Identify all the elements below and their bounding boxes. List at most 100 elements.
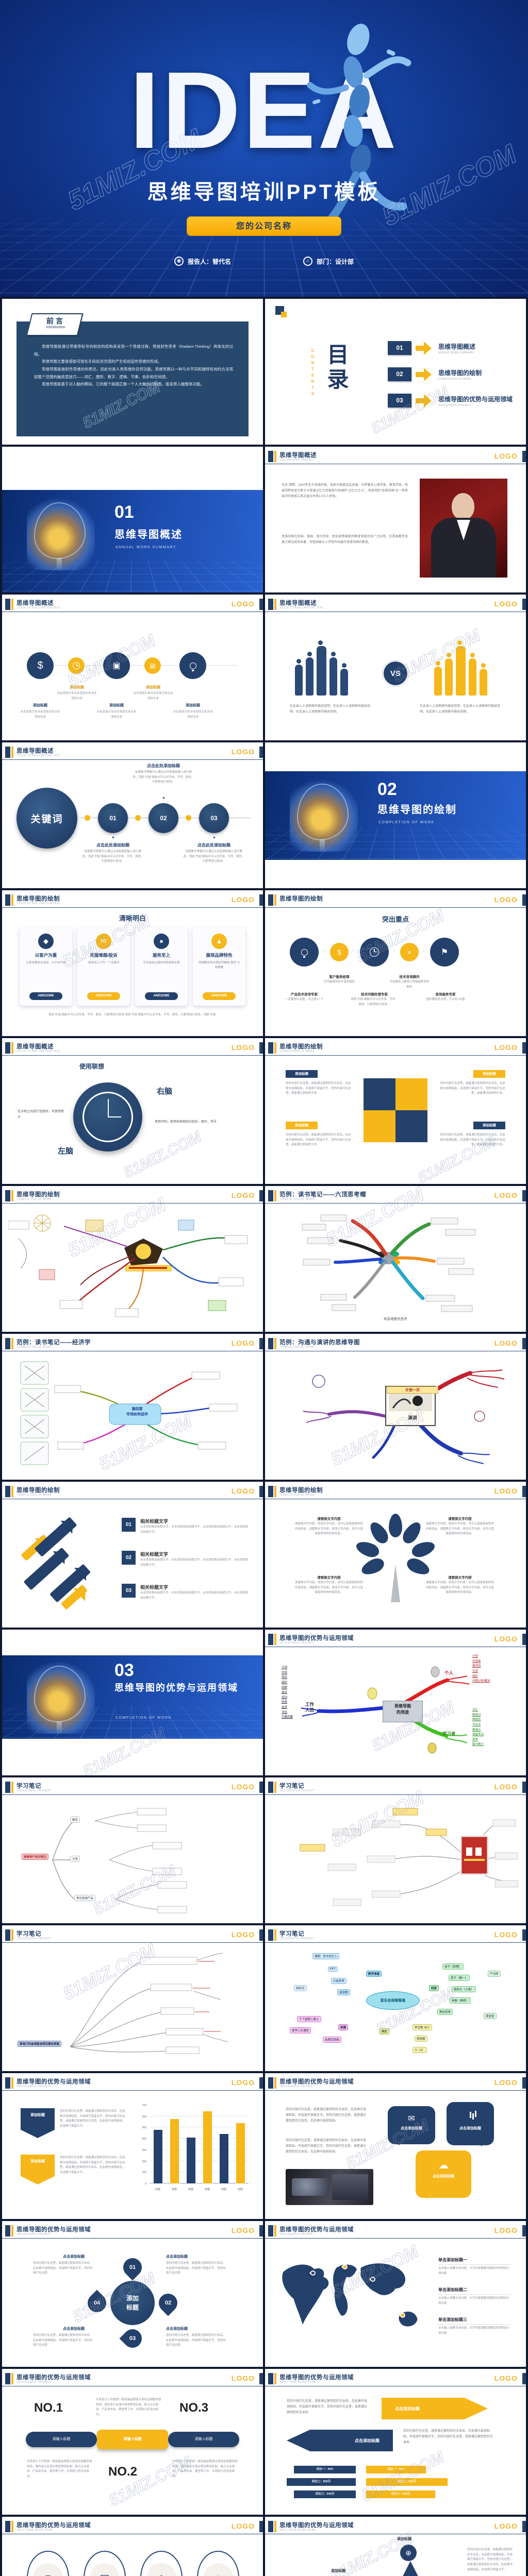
tree-caption: 请替换文字内容 — [317, 1517, 341, 1521]
company-name-button[interactable]: 您的公司名称 — [187, 216, 341, 236]
card-text: 让纸张横放在桌前，从中央开始 — [26, 961, 66, 964]
logo-text: LOGO — [231, 1191, 255, 1199]
logo-text: LOGO — [494, 2078, 518, 2087]
brain-image — [27, 1660, 95, 1735]
slide-cover[interactable]: IDEA 思维导图培训PPT模板 您的公司名称 ◉报告人：替代名 ⌂部门：设计部… — [0, 0, 528, 297]
tree-leaf — [389, 1514, 402, 1537]
awesome-button[interactable]: AWESOME — [145, 992, 178, 1000]
awesome-button[interactable]: AWESOME — [29, 992, 62, 1000]
profile-paragraph-1: 东尼·博赞，1942年生于英国伦敦，英国大脑基金会总裁，世界著名心理学家、教育学… — [282, 484, 408, 498]
header-accent-right — [522, 451, 526, 462]
tree-text: 请替换文字内容，修改文字内容，也可以直接复制你的内容到此。请替换文字内容，修改文… — [295, 1581, 364, 1595]
pill-navy[interactable]: 请输入标题 — [26, 2432, 97, 2447]
slide-section-02[interactable]: 02 思维导图的绘制 COMPLETION OF WORK — [265, 742, 526, 888]
lock-icon: ● — [154, 934, 169, 949]
slide-section-01[interactable]: 01 思维导图概述 ANNUAL WORK SUMMARY — [2, 447, 263, 592]
card-title: 服务至上 — [152, 953, 170, 958]
header-accent-yellow — [11, 1338, 13, 1349]
header-accent-yellow — [11, 599, 13, 610]
note-node: 电脑（维修） — [450, 1997, 471, 2004]
slide-title: 学习笔记 — [16, 1783, 41, 1789]
logo-text: LOGO — [494, 1191, 518, 1199]
step-text: 点击添加文本点击添加文本点击添加文本 — [96, 710, 137, 719]
header-accent-navy — [268, 894, 273, 906]
slide-title: 思维导图的绘制 — [279, 896, 323, 902]
step-text: 点击添加文本点击添加文本点击添加文本 — [57, 692, 97, 700]
logo-text: LOGO — [231, 1930, 255, 1939]
header-accent-navy — [5, 1042, 10, 1054]
usage-branch-name: 工作 人员 — [305, 1702, 315, 1713]
bubble-navy-chart[interactable]: 点击添加标题 — [447, 2102, 494, 2146]
header-accent-right — [259, 2225, 263, 2236]
pill-navy[interactable]: 请输入标题 — [168, 2432, 239, 2447]
awesome-button[interactable]: AWESOME — [203, 992, 236, 1000]
header-accent-yellow — [11, 1486, 13, 1497]
ellipse-item: ≡ — [27, 2551, 69, 2576]
intro-panel — [16, 321, 249, 436]
slide-subtitle: SUCCESSFUL PROJECT — [17, 2233, 52, 2236]
awesome-button[interactable]: AWESOME — [87, 992, 120, 1000]
section-subtitle: COMPLETION OF WORK — [378, 821, 435, 824]
step-text: 一定要用中央图，次主题3-7个 — [285, 998, 323, 1001]
body-paragraph: 您的内容打在这里，或者通过复制您的文本后，在此框中选择粘贴，并选择只保留文字。您… — [286, 2139, 367, 2154]
pill-yellow[interactable]: 请输入标题 — [97, 2430, 168, 2449]
bubble-navy-mail[interactable]: ✉点击添加标题 — [388, 2106, 435, 2145]
slide-section-03[interactable]: 03 思维导图的优势与运用领域 COMPLETION OF WORK 51MIZ… — [2, 1630, 263, 1775]
compare-bar-yellow: 对比二：820万 — [366, 2478, 448, 2486]
drop-03: 03 — [119, 2325, 146, 2352]
pointer-down-icon: ▼ — [212, 836, 216, 840]
slide-intro[interactable]: 前言 Introduction 思维导图是通过带顺序标号的树状的结构来呈现一个思… — [2, 299, 263, 445]
note-node: 教学准备 — [366, 1971, 382, 1977]
header-accent-yellow — [274, 894, 276, 906]
list-text: 点击添加相关标题文字，点击添加相关标题文字，点击添加相关标题文字，点击添加相关标… — [140, 1591, 249, 1600]
logo-text: LOGO — [231, 1783, 255, 1791]
bubble-yellow-cloud[interactable]: ☁点击添加标题 — [416, 2150, 471, 2199]
milestone-caption: 点击此处添加标题 — [96, 843, 129, 848]
header-accent-right — [259, 599, 263, 610]
timeline-dot — [85, 815, 90, 821]
header-accent-yellow — [274, 2521, 276, 2532]
tree-text: 请替换文字内容，修改文字内容，也可以直接复制你的内容到此。请替换文字内容，修改文… — [295, 1522, 364, 1536]
